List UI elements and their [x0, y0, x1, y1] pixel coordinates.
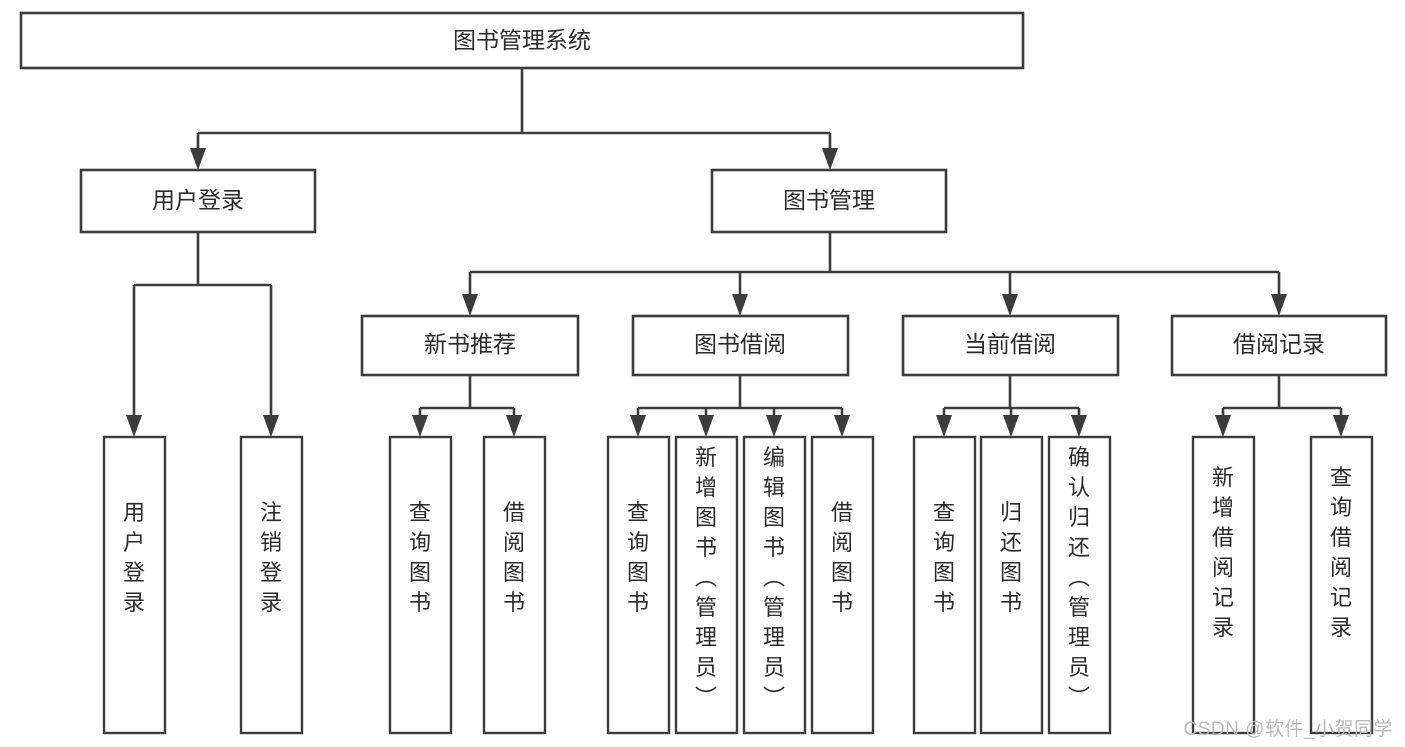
node-user-login-label: 用户登录	[152, 187, 244, 213]
leaf-borrow-record-2-box[interactable]	[1309, 435, 1374, 735]
arrow-to-book-borrow	[732, 294, 748, 316]
arrow-to-current-borrow	[1002, 294, 1018, 316]
leaf-current-borrow-3-label: 确认归还︵管理员︶	[1068, 445, 1090, 710]
node-book-borrow-box[interactable]	[631, 314, 850, 377]
arrow-current-borrow-leaf-2	[1003, 415, 1019, 437]
arrow-book-borrow-leaf-1	[630, 415, 646, 437]
leaf-book-borrow-1-box[interactable]	[606, 435, 671, 735]
node-new-book-recommend[interactable]: 新书推荐	[360, 314, 580, 377]
leaf-book-borrow-2-box[interactable]	[674, 435, 739, 735]
leaf-current-borrow-3-box[interactable]	[1047, 435, 1112, 735]
arrow-user-login-leaf-2	[263, 415, 279, 437]
leaf-book-borrow-2[interactable]: 新增图书︵管理员︶	[674, 435, 739, 735]
leaf-book-borrow-4[interactable]: 借阅图书	[810, 435, 875, 735]
leaf-current-borrow-1-label: 查询图书	[933, 500, 955, 615]
arrow-current-borrow-leaf-3	[1071, 415, 1087, 437]
leaf-user-login-2[interactable]: 注销登录	[239, 435, 304, 735]
leaf-current-borrow-2-label: 归还图书	[1000, 500, 1022, 615]
leaf-book-borrow-1-label: 查询图书	[627, 500, 649, 615]
leaf-current-borrow-1[interactable]: 查询图书	[912, 435, 977, 735]
node-borrow-record-label: 借阅记录	[1233, 331, 1325, 357]
leaf-borrow-record-1[interactable]: 新增借阅记录	[1191, 435, 1256, 735]
node-borrow-record-box[interactable]	[1170, 314, 1388, 377]
csdn-watermark: CSDN @软件_小贺同学	[1183, 719, 1393, 740]
leaf-new-book-1[interactable]: 查询图书	[388, 435, 453, 735]
node-book-management-box[interactable]	[710, 168, 948, 234]
node-user-login-box[interactable]	[79, 168, 317, 234]
node-current-borrow-box[interactable]	[901, 314, 1120, 377]
arrow-new-book-leaf-1	[412, 415, 428, 437]
arrow-to-new-book	[462, 294, 478, 316]
arrow-user-login-leaf-1	[126, 415, 142, 437]
node-root-box[interactable]	[19, 11, 1025, 70]
leaf-book-borrow-3[interactable]: 编辑图书︵管理员︶	[742, 435, 807, 735]
arrow-current-borrow-leaf-1	[936, 415, 952, 437]
node-book-borrow[interactable]: 图书借阅	[631, 314, 850, 377]
leaf-book-borrow-2-label: 新增图书︵管理员︶	[695, 445, 717, 710]
node-current-borrow-label: 当前借阅	[964, 331, 1056, 357]
arrow-book-borrow-leaf-4	[834, 415, 850, 437]
leaf-current-borrow-2-box[interactable]	[979, 435, 1044, 735]
leaf-current-borrow-3[interactable]: 确认归还︵管理员︶	[1047, 435, 1112, 735]
node-book-management[interactable]: 图书管理	[710, 168, 948, 234]
leaf-book-borrow-1[interactable]: 查询图书	[606, 435, 671, 735]
node-root[interactable]: 图书管理系统	[19, 11, 1025, 70]
arrow-book-borrow-leaf-3	[766, 415, 782, 437]
leaf-new-book-1-label: 查询图书	[409, 500, 431, 615]
leaf-book-borrow-3-box[interactable]	[742, 435, 807, 735]
leaf-book-borrow-4-box[interactable]	[810, 435, 875, 735]
node-book-management-label: 图书管理	[783, 187, 875, 213]
leaf-current-borrow-2[interactable]: 归还图书	[979, 435, 1044, 735]
arrow-book-borrow-leaf-2	[698, 415, 714, 437]
arrow-to-user-login	[190, 148, 206, 170]
leaf-user-login-1-label: 用户登录	[123, 500, 145, 615]
arrow-to-book-mgmt	[822, 148, 838, 170]
leaf-new-book-1-box[interactable]	[388, 435, 453, 735]
arrow-borrow-record-leaf-1	[1215, 415, 1231, 437]
leaf-borrow-record-1-label: 新增借阅记录	[1212, 465, 1234, 640]
leaf-new-book-2[interactable]: 借阅图书	[482, 435, 547, 735]
node-borrow-record[interactable]: 借阅记录	[1170, 314, 1388, 377]
node-user-login[interactable]: 用户登录	[79, 168, 317, 234]
node-current-borrow[interactable]: 当前借阅	[901, 314, 1120, 377]
leaf-new-book-2-label: 借阅图书	[503, 500, 525, 615]
node-root-label: 图书管理系统	[453, 27, 591, 53]
node-new-book-recommend-box[interactable]	[360, 314, 580, 377]
leaf-user-login-2-box[interactable]	[239, 435, 304, 735]
leaf-new-book-2-box[interactable]	[482, 435, 547, 735]
arrow-to-borrow-record	[1271, 294, 1287, 316]
leaf-borrow-record-1-box[interactable]	[1191, 435, 1256, 735]
leaf-borrow-record-2[interactable]: 查询借阅记录	[1309, 435, 1374, 735]
arrow-new-book-leaf-2	[506, 415, 522, 437]
leaf-borrow-record-2-label: 查询借阅记录	[1330, 465, 1352, 640]
leaf-user-login-1[interactable]: 用户登录	[102, 435, 167, 735]
node-new-book-recommend-label: 新书推荐	[424, 331, 516, 357]
arrow-borrow-record-leaf-2	[1333, 415, 1349, 437]
leaf-book-borrow-4-label: 借阅图书	[831, 500, 853, 615]
leaf-book-borrow-3-label: 编辑图书︵管理员︶	[763, 445, 785, 710]
leaf-user-login-2-label: 注销登录	[260, 500, 282, 615]
node-book-borrow-label: 图书借阅	[694, 331, 786, 357]
leaf-user-login-1-box[interactable]	[102, 435, 167, 735]
leaf-current-borrow-1-box[interactable]	[912, 435, 977, 735]
connector-layer	[126, 68, 1349, 437]
